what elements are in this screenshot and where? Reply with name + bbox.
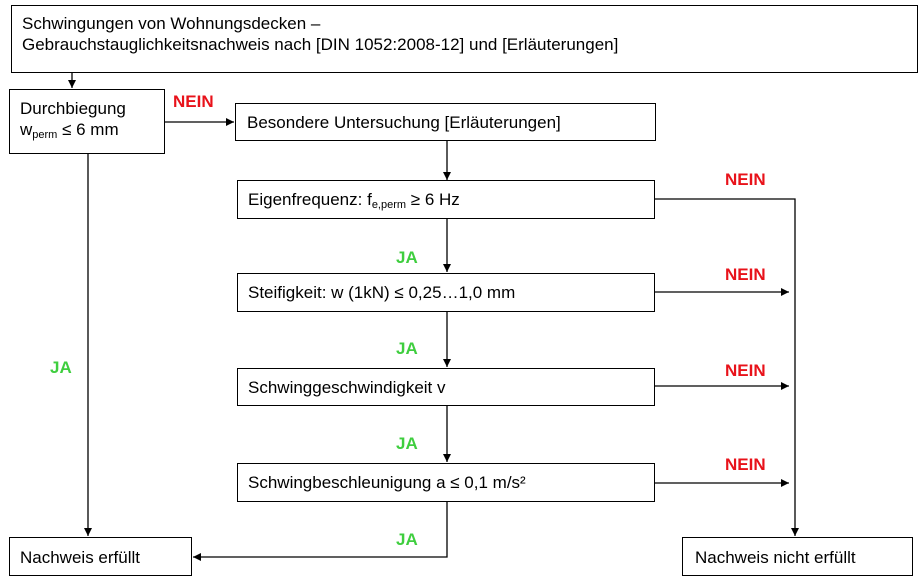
nein-label-steifigkeit: NEIN bbox=[725, 265, 766, 284]
besondere-untersuchung-text: Besondere Untersuchung [Erläuterungen] bbox=[247, 113, 561, 132]
title-line-2: Gebrauchstauglichkeitsnachweis nach [DIN… bbox=[22, 35, 619, 54]
title-line-1: Schwingungen von Wohnungsdecken – bbox=[22, 14, 321, 33]
nachweis-erfuellt-text: Nachweis erfüllt bbox=[20, 548, 140, 567]
besondere-untersuchung-box: Besondere Untersuchung [Erläuterungen] bbox=[235, 103, 656, 141]
nachweis-erfuellt-box: Nachweis erfüllt bbox=[9, 537, 192, 576]
schwinggeschwindigkeit-text: Schwinggeschwindigkeit v bbox=[248, 378, 446, 397]
eigenfrequenz-text: Eigenfrequenz: fe,perm ≥ 6 Hz bbox=[248, 190, 460, 211]
eigenfrequenz-box: Eigenfrequenz: fe,perm ≥ 6 Hz bbox=[237, 180, 655, 219]
nachweis-nicht-erfuellt-text: Nachweis nicht erfüllt bbox=[695, 548, 856, 567]
ja-label-eigenfrequenz: JA bbox=[396, 248, 418, 267]
schwingbeschleunigung-text: Schwingbeschleunigung a ≤ 0,1 m/s² bbox=[248, 473, 526, 492]
ja-label-schwinggeschwindigkeit: JA bbox=[396, 434, 418, 453]
ja-label-schwingbeschleunigung: JA bbox=[396, 530, 418, 549]
nachweis-nicht-erfuellt-box: Nachweis nicht erfüllt bbox=[682, 537, 913, 576]
schwingbeschleunigung-box: Schwingbeschleunigung a ≤ 0,1 m/s² bbox=[237, 463, 655, 502]
arrow-schwingbeschleunigung-to-erfuellt bbox=[193, 502, 448, 561]
durchbiegung-condition: wperm ≤ 6 mm bbox=[20, 120, 119, 141]
nein-label-schwinggeschwindigkeit: NEIN bbox=[725, 361, 766, 380]
durchbiegung-box: Durchbiegung wperm ≤ 6 mm bbox=[9, 89, 165, 154]
schwinggeschwindigkeit-box: Schwinggeschwindigkeit v bbox=[237, 368, 655, 406]
nein-label-durchbiegung: NEIN bbox=[173, 92, 214, 111]
nein-label-schwingbeschleunigung: NEIN bbox=[725, 455, 766, 474]
ja-label-durchbiegung: JA bbox=[50, 358, 72, 377]
steifigkeit-box: Steifigkeit: w (1kN) ≤ 0,25…1,0 mm bbox=[237, 273, 655, 312]
durchbiegung-label: Durchbiegung bbox=[20, 99, 126, 118]
ja-label-steifigkeit: JA bbox=[396, 339, 418, 358]
arrow-eigenfrequenz-to-nicht-erfuellt bbox=[654, 198, 799, 536]
title-box: Schwingungen von Wohnungsdecken – Gebrau… bbox=[11, 5, 918, 73]
steifigkeit-text: Steifigkeit: w (1kN) ≤ 0,25…1,0 mm bbox=[248, 283, 516, 302]
nein-label-eigenfrequenz: NEIN bbox=[725, 170, 766, 189]
